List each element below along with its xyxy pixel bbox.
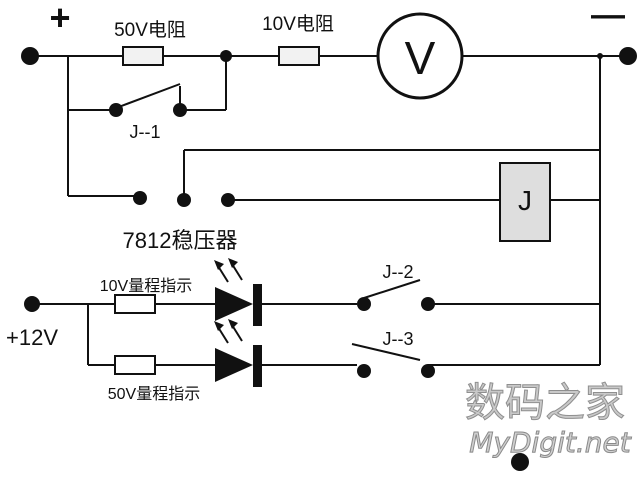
r50-label: 50V电阻 (114, 19, 186, 41)
minus-terminal (619, 47, 637, 65)
relay-coil (499, 162, 551, 242)
j3-label: J--3 (383, 329, 414, 349)
regulator-label: 7812稳压器 (123, 228, 238, 253)
resistor-10v-indicator (114, 294, 156, 314)
plus-label: + (49, 0, 70, 38)
supply-terminal (24, 296, 40, 312)
resistor-50v (122, 46, 164, 66)
resistor-50v-indicator (114, 355, 156, 375)
indicator-10v-label: 10V量程指示 (100, 277, 192, 295)
watermark-cn: 数码之家 (465, 380, 625, 426)
indicator-50v-label: 50V量程指示 (108, 385, 200, 403)
led-10v (214, 258, 262, 326)
watermark-en: MyDigit.net (469, 426, 631, 459)
relay-label: J (518, 185, 532, 216)
voltmeter (376, 12, 464, 100)
terminals (21, 47, 637, 471)
r10-label: 10V电阻 (262, 13, 334, 35)
supply-label: +12V (6, 325, 58, 350)
resistor-10v (278, 46, 320, 66)
voltmeter-label: V (405, 32, 436, 84)
j2-label: J--2 (383, 262, 414, 282)
j1-label: J--1 (130, 122, 161, 142)
wires (30, 55, 628, 366)
minus-label: — (591, 0, 625, 34)
led-50v (214, 319, 262, 387)
plus-terminal (21, 47, 39, 65)
